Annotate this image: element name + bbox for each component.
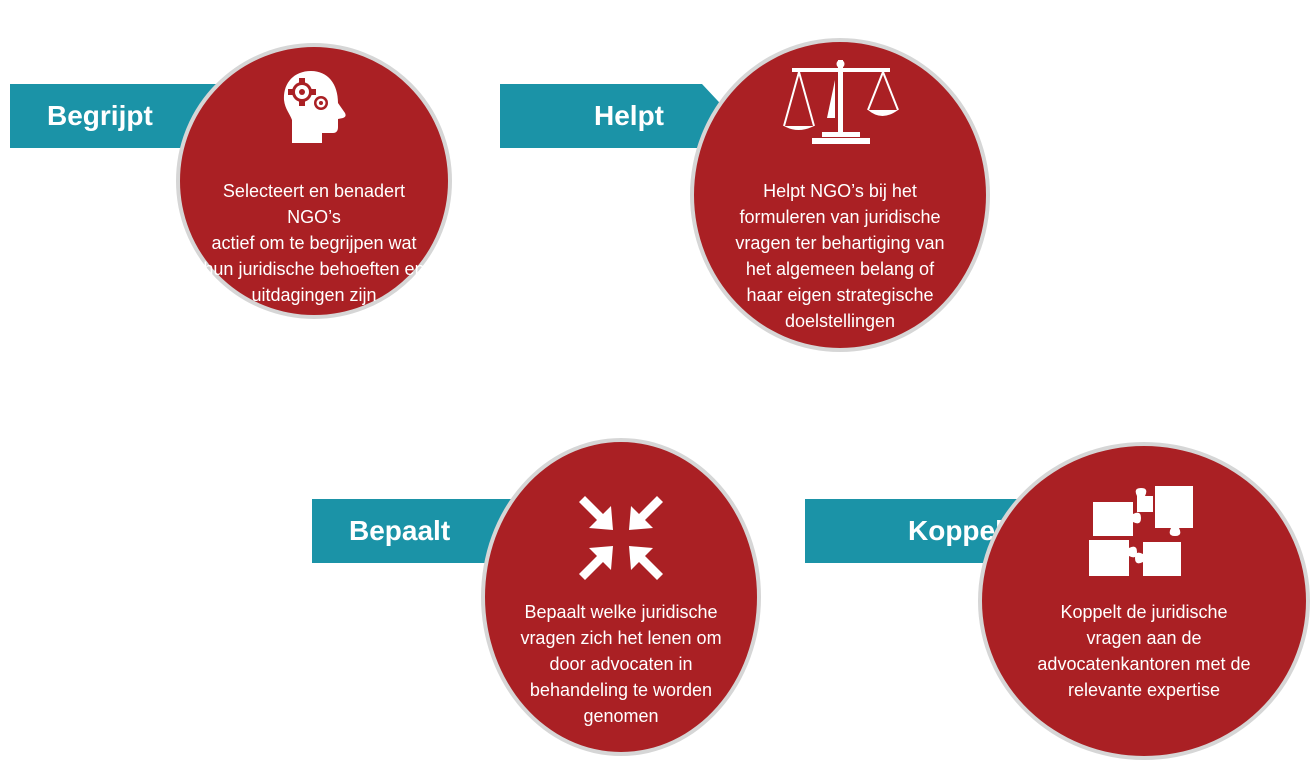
step-description: Bepaalt welke juridische vragen zich het…: [520, 602, 722, 726]
step-circle-bepaalt: Bepaalt welke juridische vragen zich het…: [481, 438, 761, 756]
scales-of-justice-icon: [694, 60, 986, 149]
step-description: Selecteert en benadert NGO’s actief om t…: [203, 181, 425, 305]
step-label: Helpt: [594, 100, 664, 131]
step-circle-helpt: Helpt NGO’s bij het formuleren van jurid…: [690, 38, 990, 352]
arrow-shape: [500, 84, 732, 148]
step-label: Bepaalt: [349, 515, 451, 546]
arrow-helpt: Helpt: [500, 84, 732, 162]
head-gears-icon: [180, 69, 448, 150]
step-circle-begrijpt: Selecteert en benadert NGO’s actief om t…: [176, 43, 452, 319]
puzzle-pieces-icon: [982, 482, 1306, 585]
step-circle-koppelt: Koppelt de juridische vragen aan de advo…: [978, 442, 1310, 760]
arrows-converge-icon: [485, 492, 757, 589]
step-description: Koppelt de juridische vragen aan de advo…: [1037, 602, 1251, 700]
step-description: Helpt NGO’s bij het formuleren van jurid…: [735, 181, 945, 331]
step-label: Begrijpt: [47, 100, 153, 131]
